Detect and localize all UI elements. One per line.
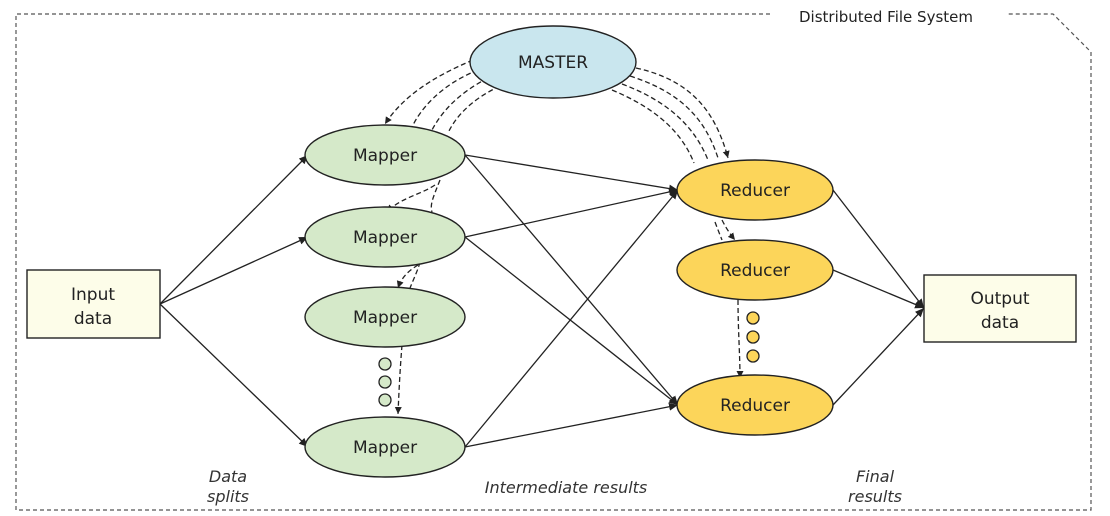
mapper-label-1: Mapper	[353, 146, 417, 166]
arrow-input-mapper-1	[159, 154, 309, 305]
dashed-r-5	[714, 221, 723, 241]
arrow-r1-output	[832, 189, 925, 309]
mapper-node-4	[304, 416, 466, 478]
reducer-label-3: Reducer	[720, 396, 790, 416]
arrow-input-mapper-2	[159, 236, 309, 305]
arrow-m2-r3	[464, 236, 679, 406]
input-label-line1: Input	[71, 285, 115, 305]
caption-data-splits-line1: Data	[209, 467, 247, 486]
arrow-r3-output	[832, 307, 925, 406]
arrow-m1-r3	[464, 154, 679, 406]
dashed-master-r-4	[611, 89, 695, 164]
mapper-label-4: Mapper	[353, 438, 417, 458]
dashed-to-mapper-3	[396, 264, 419, 289]
input-data-box	[26, 269, 161, 339]
dashed-to-reducer-3	[736, 299, 744, 379]
reducer-label-2: Reducer	[720, 261, 790, 281]
output-data-box	[923, 274, 1077, 343]
mapper-ellipsis-dots	[378, 357, 392, 407]
reducer-node-2	[676, 239, 834, 301]
reducer-node-3	[676, 374, 834, 436]
arrow-m1-r1	[464, 154, 679, 193]
output-label-line1: Output	[970, 289, 1029, 309]
arrow-input-mapper-4	[159, 303, 309, 448]
mapper-node-1	[304, 124, 466, 186]
dashed-to-reducer-2	[721, 219, 736, 241]
caption-final-line1: Final	[856, 467, 895, 486]
reducer-node-1	[676, 159, 834, 221]
dfs-frame	[15, 13, 1092, 511]
dashed-master-1	[411, 69, 479, 128]
dashed-master-5	[430, 179, 441, 213]
mapper-label-2: Mapper	[353, 228, 417, 248]
reducer-dot-3	[746, 349, 760, 363]
mapper-to-reducer-arrows	[464, 154, 679, 448]
mapper-node-2	[304, 206, 466, 268]
caption-final-line2: results	[848, 487, 902, 506]
dashed-master-r-2	[629, 75, 719, 159]
dashed-to-mapper-4	[394, 344, 403, 415]
mapper-dot-2	[378, 375, 392, 389]
mapper-dot-1	[378, 357, 392, 371]
master-label: MASTER	[518, 53, 588, 73]
input-label-line2: data	[74, 309, 112, 329]
reducer-to-output-arrows	[832, 189, 925, 406]
dfs-title: Distributed File System	[799, 8, 973, 26]
input-to-mapper-arrows	[159, 154, 309, 448]
reducer-ellipsis-dots	[746, 311, 760, 363]
reducer-label-1: Reducer	[720, 181, 790, 201]
output-label-line2: data	[981, 313, 1019, 333]
arrow-m4-r3	[464, 402, 679, 448]
reducer-dot-1	[746, 311, 760, 325]
caption-intermediate-results: Intermediate results	[485, 478, 648, 497]
mapper-dot-3	[378, 393, 392, 407]
dashed-master-reducer-1	[635, 67, 730, 159]
master-node	[469, 25, 637, 99]
arrow-m2-r1	[464, 188, 679, 238]
dashed-master-mapper-1	[384, 59, 474, 125]
arrow-m4-r1	[464, 189, 679, 448]
dashed-master-3	[447, 85, 501, 134]
arrow-r2-output	[832, 269, 925, 309]
mapper-node-3	[304, 286, 466, 348]
dashed-master-r-3	[621, 83, 709, 161]
mapper-label-3: Mapper	[353, 308, 417, 328]
reducer-dot-2	[746, 330, 760, 344]
dashed-master-2	[431, 77, 489, 131]
caption-data-splits-line2: splits	[207, 487, 249, 506]
